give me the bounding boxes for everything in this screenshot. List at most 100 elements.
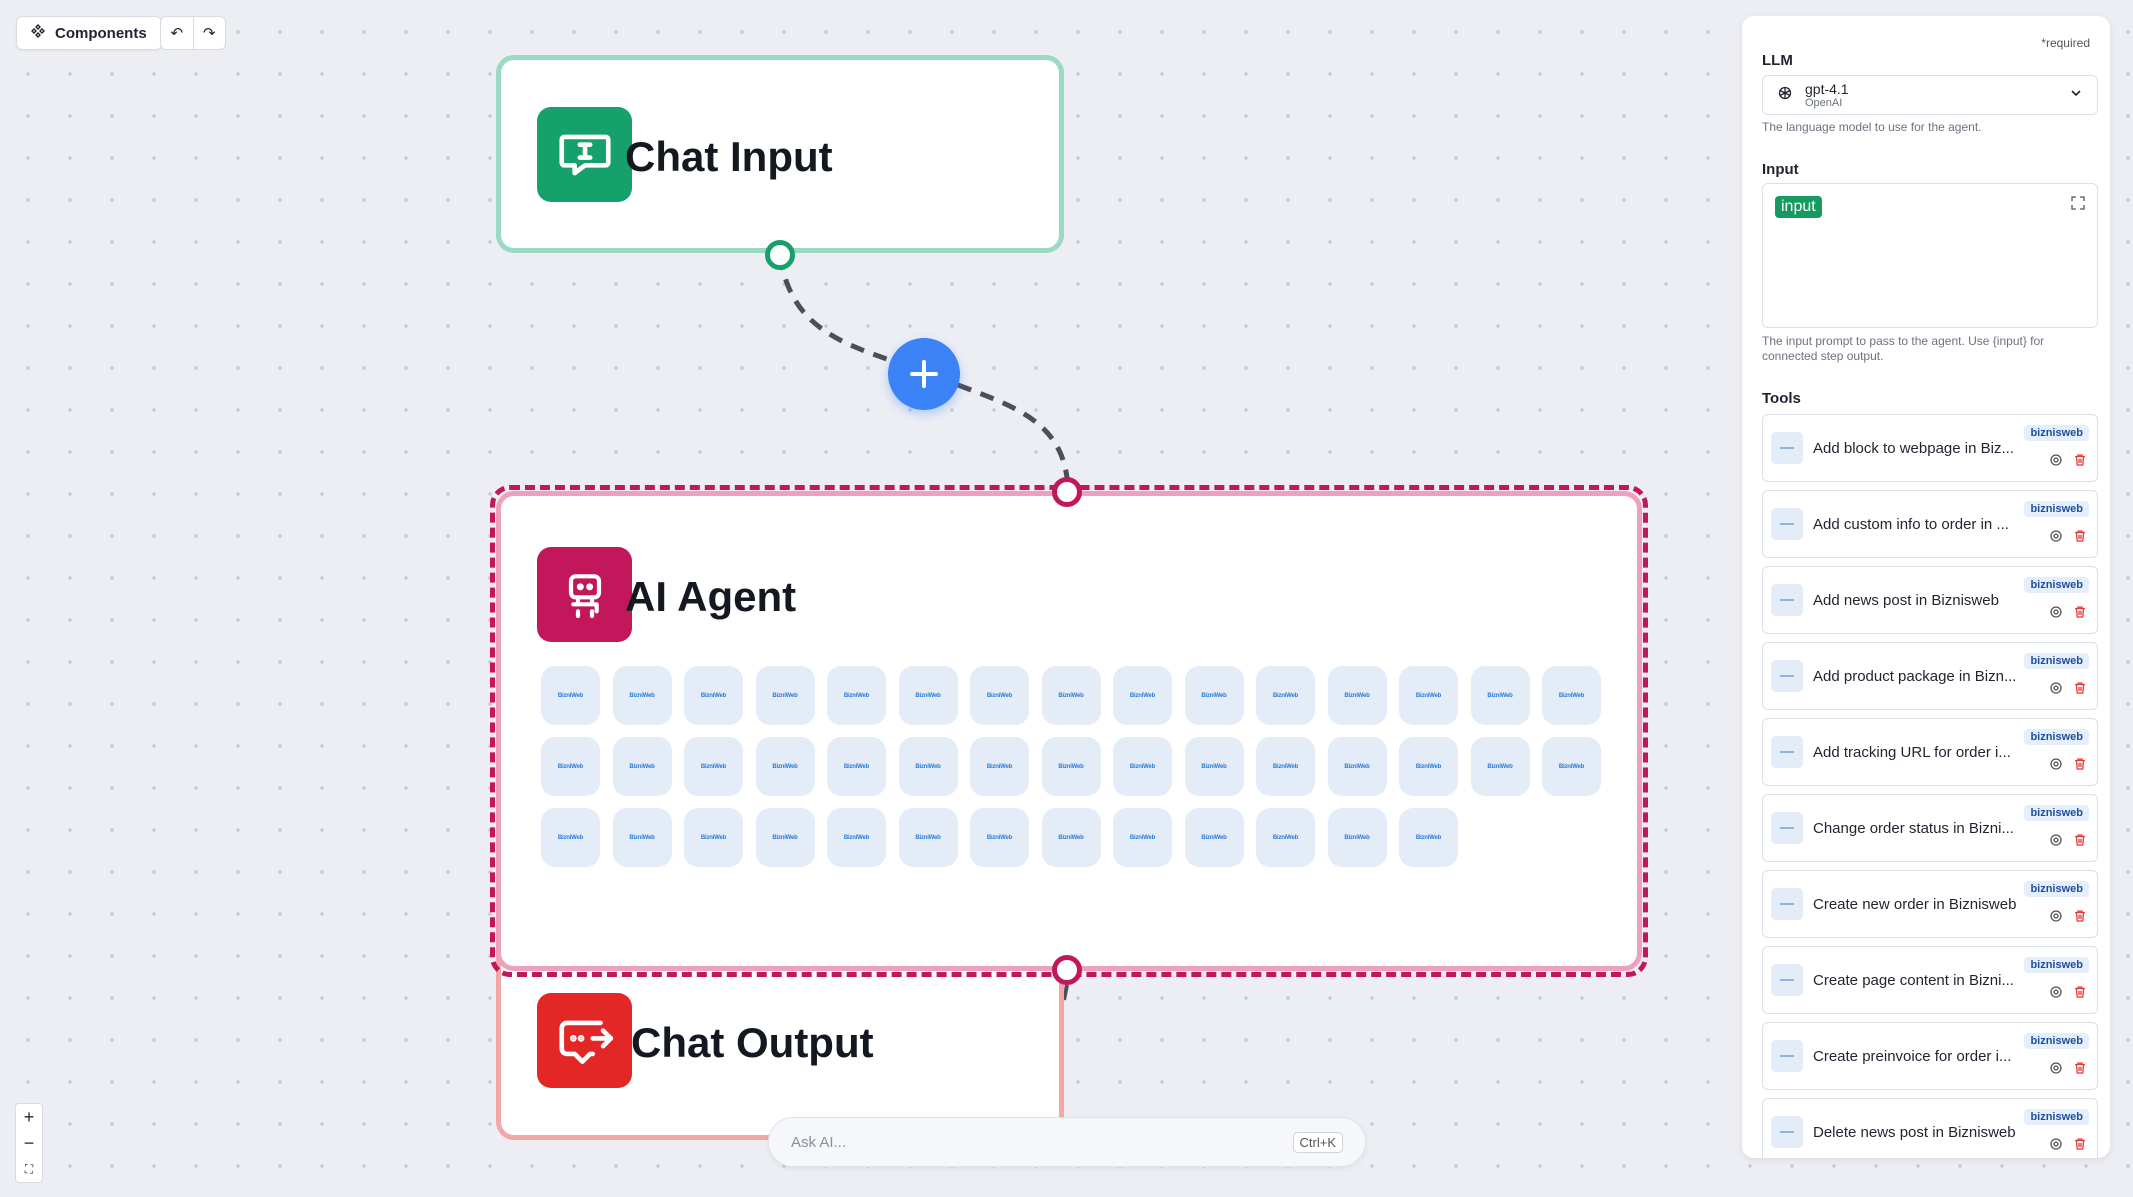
chat-input-output-handle[interactable] <box>765 240 795 270</box>
agent-tool-chip[interactable]: BizniWeb <box>1041 737 1101 796</box>
agent-tool-chip[interactable]: BizniWeb <box>1399 737 1458 796</box>
tool-row[interactable]: Add tracking URL for order i...biznisweb <box>1762 718 2098 786</box>
trash-icon[interactable] <box>2073 1061 2087 1080</box>
agent-tool-chip[interactable]: BizniWeb <box>684 666 743 725</box>
zoom-in-button[interactable]: + <box>16 1104 42 1130</box>
trash-icon[interactable] <box>2073 909 2087 928</box>
agent-tool-chip[interactable]: BizniWeb <box>1256 737 1315 796</box>
agent-tool-chip[interactable]: BizniWeb <box>970 666 1029 725</box>
gear-icon[interactable] <box>2049 909 2063 928</box>
agent-tool-chip[interactable]: BizniWeb <box>684 808 743 867</box>
agent-tool-chip[interactable]: BizniWeb <box>1542 666 1601 725</box>
tool-row[interactable]: Add custom info to order in ...biznisweb <box>1762 490 2098 558</box>
agent-tool-chip[interactable]: BizniWeb <box>827 737 886 796</box>
agent-tool-chip[interactable]: BizniWeb <box>684 737 743 796</box>
agent-tool-chip[interactable]: BizniWeb <box>541 666 600 725</box>
trash-icon[interactable] <box>2073 529 2087 548</box>
tool-row[interactable]: Create preinvoice for order i...bizniswe… <box>1762 1022 2098 1090</box>
expand-icon[interactable] <box>2071 196 2085 213</box>
agent-tool-chip[interactable]: BizniWeb <box>612 666 672 725</box>
llm-select[interactable]: gpt-4.1 OpenAI <box>1762 75 2098 115</box>
agent-tool-chip[interactable]: BizniWeb <box>1399 666 1458 725</box>
gear-icon[interactable] <box>2049 529 2063 548</box>
undo-button[interactable]: ↶ <box>161 17 194 49</box>
trash-icon[interactable] <box>2073 605 2087 624</box>
gear-icon[interactable] <box>2049 605 2063 624</box>
tool-row[interactable]: Add block to webpage in Biz...biznisweb <box>1762 414 2098 482</box>
agent-tool-chip[interactable]: BizniWeb <box>827 808 886 867</box>
gear-icon[interactable] <box>2049 985 2063 1004</box>
trash-icon[interactable] <box>2073 453 2087 472</box>
agent-tool-chip[interactable]: BizniWeb <box>1041 808 1101 867</box>
agent-tool-chip-label: BizniWeb <box>1558 692 1585 699</box>
ai-agent-input-handle[interactable] <box>1052 477 1082 507</box>
agent-tool-chip[interactable]: BizniWeb <box>755 737 815 796</box>
trash-icon[interactable] <box>2073 757 2087 776</box>
input-prompt-field[interactable]: input <box>1762 183 2098 328</box>
ai-agent-output-handle[interactable] <box>1052 955 1082 985</box>
agent-tool-chip-label: BizniWeb <box>1201 763 1227 770</box>
agent-tool-chip[interactable]: BizniWeb <box>1113 666 1172 725</box>
agent-tool-chip-label: BizniWeb <box>700 763 727 770</box>
agent-tool-chip[interactable]: BizniWeb <box>1470 737 1530 796</box>
gear-icon[interactable] <box>2049 453 2063 472</box>
agent-tool-chip[interactable]: BizniWeb <box>1542 737 1601 796</box>
minus-icon: − <box>23 1132 35 1153</box>
zoom-out-button[interactable]: − <box>16 1130 42 1156</box>
gear-icon[interactable] <box>2049 1137 2063 1156</box>
agent-tool-chip[interactable]: BizniWeb <box>970 737 1029 796</box>
agent-tool-chip[interactable]: BizniWeb <box>755 666 815 725</box>
agent-tool-chip[interactable]: BizniWeb <box>827 666 886 725</box>
agent-tool-chip[interactable]: BizniWeb <box>541 808 600 867</box>
tool-row[interactable]: Change order status in Bizni...biznisweb <box>1762 794 2098 862</box>
agent-tool-chip[interactable]: BizniWeb <box>1327 666 1387 725</box>
agent-tool-chip[interactable]: BizniWeb <box>1184 666 1244 725</box>
ask-ai-bar[interactable]: Ask AI... Ctrl+K <box>768 1117 1366 1167</box>
tool-row[interactable]: Create page content in Bizni...biznisweb <box>1762 946 2098 1014</box>
trash-icon[interactable] <box>2073 681 2087 700</box>
tool-provider-badge: biznisweb <box>2024 577 2089 593</box>
agent-tool-chip[interactable]: BizniWeb <box>1470 666 1530 725</box>
components-button[interactable]: Components <box>16 16 162 50</box>
agent-tool-chip[interactable]: BizniWeb <box>1113 737 1172 796</box>
agent-tool-chip[interactable]: BizniWeb <box>1184 737 1244 796</box>
agent-tool-chip[interactable]: BizniWeb <box>898 737 958 796</box>
chat-input-node[interactable]: Chat Input <box>496 55 1064 253</box>
gear-icon[interactable] <box>2049 1061 2063 1080</box>
agent-tool-chip[interactable]: BizniWeb <box>755 808 815 867</box>
agent-tool-chip[interactable]: BizniWeb <box>1327 737 1387 796</box>
gear-icon[interactable] <box>2049 833 2063 852</box>
redo-button[interactable]: ↷ <box>194 17 226 49</box>
ai-agent-icon-box <box>537 547 632 642</box>
agent-tool-chip[interactable]: BizniWeb <box>1256 666 1315 725</box>
agent-tool-chip-label: BizniWeb <box>1058 763 1084 770</box>
fit-view-button[interactable]: ⛶ <box>16 1156 42 1182</box>
agent-tool-chip[interactable]: BizniWeb <box>898 808 958 867</box>
agent-tool-chip[interactable]: BizniWeb <box>898 666 958 725</box>
gear-icon[interactable] <box>2049 757 2063 776</box>
trash-icon[interactable] <box>2073 833 2087 852</box>
agent-tool-chip[interactable]: BizniWeb <box>1184 808 1244 867</box>
trash-icon[interactable] <box>2073 985 2087 1004</box>
biznisweb-logo-icon <box>1771 736 1803 768</box>
gear-icon[interactable] <box>2049 681 2063 700</box>
agent-tool-chip[interactable]: BizniWeb <box>970 808 1029 867</box>
agent-tool-chip[interactable]: BizniWeb <box>1113 808 1172 867</box>
input-variable-tag[interactable]: input <box>1775 196 1822 218</box>
add-node-button[interactable] <box>888 338 960 410</box>
agent-tool-chip[interactable]: BizniWeb <box>1327 808 1387 867</box>
agent-tool-chip[interactable]: BizniWeb <box>1256 808 1315 867</box>
ask-ai-shortcut: Ctrl+K <box>1292 1131 1343 1153</box>
agent-tool-chip[interactable]: BizniWeb <box>1041 666 1101 725</box>
agent-tool-chip[interactable]: BizniWeb <box>612 808 672 867</box>
agent-tool-chip[interactable]: BizniWeb <box>1399 808 1458 867</box>
tool-row[interactable]: Add product package in Bizn...biznisweb <box>1762 642 2098 710</box>
agent-tool-chip[interactable]: BizniWeb <box>541 737 600 796</box>
agent-tool-chip[interactable]: BizniWeb <box>612 737 672 796</box>
trash-icon[interactable] <box>2073 1137 2087 1156</box>
tool-name: Add block to webpage in Biz... <box>1813 439 2014 457</box>
